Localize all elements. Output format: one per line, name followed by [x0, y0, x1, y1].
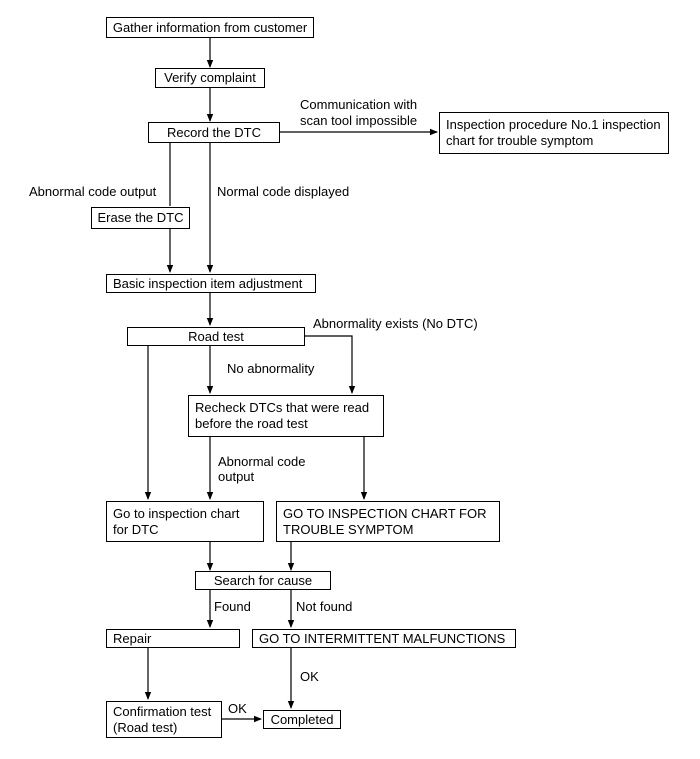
- node-basic-inspection: Basic inspection item adjustment: [106, 274, 316, 293]
- label-no-abnormality: No abnormality: [227, 361, 315, 376]
- node-verify-complaint: Verify complaint: [155, 68, 265, 88]
- node-road-test: Road test: [127, 327, 305, 346]
- node-confirmation-test: Confirmation test (Road test): [106, 701, 222, 738]
- node-erase-dtc-text: Erase the DTC: [97, 210, 184, 225]
- label-abnormal-code-output: Abnormal code output: [29, 184, 157, 199]
- label-abnormal-code-output-2-line2: output: [218, 469, 255, 484]
- node-road-test-text: Road test: [188, 328, 244, 344]
- node-gather-information: Gather information from customer: [106, 17, 314, 38]
- node-recheck-dtcs-text: Recheck DTCs that were read before the r…: [195, 400, 370, 431]
- label-abnormal-code-output-2-line1: Abnormal code: [218, 454, 306, 469]
- node-verify-complaint-text: Verify complaint: [164, 70, 256, 85]
- label-scan-tool-impossible: scan tool impossible: [300, 113, 418, 128]
- node-inspection-procedure-no1: Inspection procedure No.1 inspection cha…: [439, 112, 669, 154]
- label-ok-confirm: OK: [228, 701, 247, 716]
- label-abnormality-exists: Abnormality exists (No DTC): [313, 316, 478, 331]
- node-search-for-cause: Search for cause: [195, 571, 331, 590]
- label-found: Found: [214, 599, 251, 614]
- node-goto-intermittent-malfunctions: GO TO INTERMITTENT MALFUNCTIONS: [252, 629, 516, 648]
- node-confirmation-test-text: Confirmation test (Road test): [113, 703, 212, 735]
- node-goto-inspection-chart-symptom: GO TO INSPECTION CHART FOR TROUBLE SYMPT…: [276, 501, 500, 542]
- node-completed: Completed: [263, 710, 341, 729]
- node-record-dtc: Record the DTC: [148, 122, 280, 143]
- node-erase-dtc: Erase the DTC: [91, 207, 190, 229]
- edge-roadtest-recheck-abnormality: [305, 335, 356, 394]
- node-goto-inspection-chart-symptom-text: GO TO INSPECTION CHART FOR TROUBLE SYMPT…: [283, 505, 487, 537]
- node-repair-text: Repair: [113, 630, 152, 646]
- node-recheck-dtcs: Recheck DTCs that were read before the r…: [188, 395, 384, 437]
- node-inspection-procedure-no1-text: Inspection procedure No.1 inspection cha…: [446, 117, 661, 148]
- node-record-dtc-text: Record the DTC: [167, 124, 261, 140]
- label-ok-intermittent: OK: [300, 669, 319, 684]
- node-repair: Repair: [106, 629, 240, 648]
- label-not-found: Not found: [296, 599, 353, 614]
- label-communication-with: Communication with: [300, 97, 418, 112]
- node-search-for-cause-text: Search for cause: [213, 572, 313, 588]
- node-basic-inspection-text: Basic inspection item adjustment: [113, 275, 303, 291]
- node-goto-intermittent-malfunctions-text: GO TO INTERMITTENT MALFUNCTIONS: [259, 630, 506, 646]
- node-goto-inspection-chart-dtc-text: Go to inspection chart for DTC: [113, 505, 240, 537]
- node-gather-information-text: Gather information from customer: [112, 19, 308, 35]
- node-goto-inspection-chart-dtc: Go to inspection chart for DTC: [106, 501, 264, 542]
- label-normal-code-displayed: Normal code displayed: [217, 184, 350, 199]
- node-completed-text: Completed: [270, 711, 334, 727]
